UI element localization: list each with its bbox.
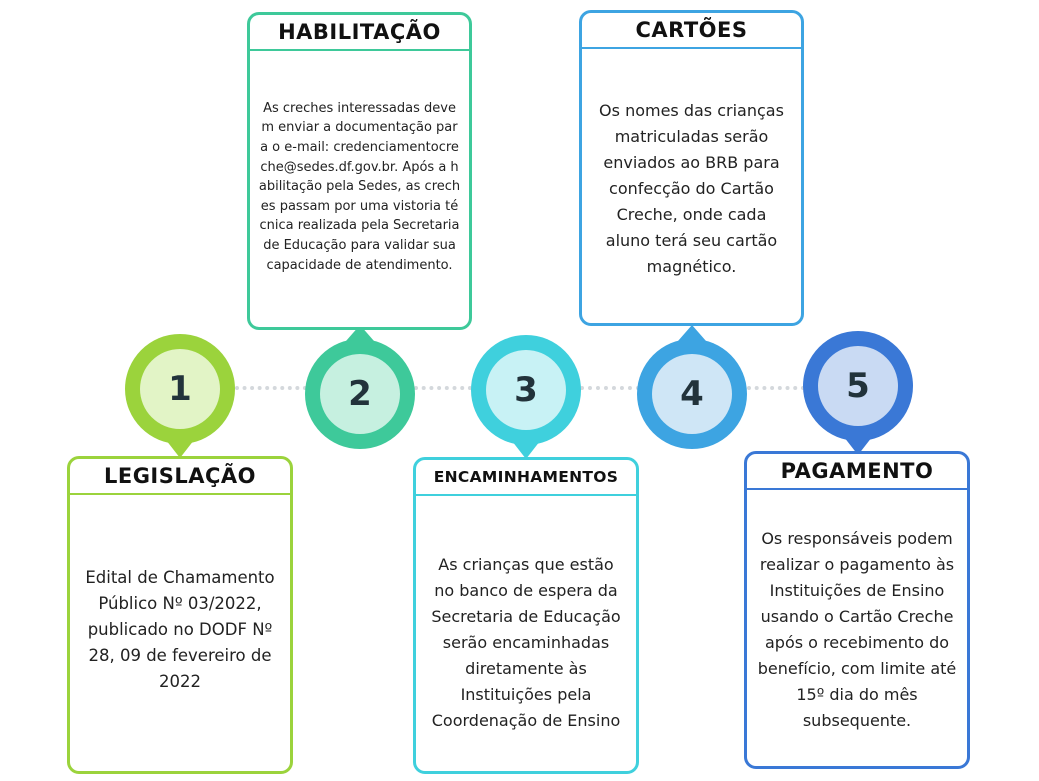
- step-1-number: 1: [140, 349, 220, 429]
- connector-line-2-3: [414, 386, 472, 390]
- step-4-pointer: [678, 325, 706, 341]
- step-5-text: Os responsáveis podem realizar o pagamen…: [757, 529, 957, 730]
- step-3-title: ENCAMINHAMENTOS: [416, 460, 636, 496]
- step-5-number: 5: [818, 346, 898, 426]
- connector-line-1-2: [235, 386, 307, 390]
- step-5-title: PAGAMENTO: [747, 454, 967, 490]
- step-2-card: HABILITAÇÃO As creches interessadas deve…: [247, 12, 472, 330]
- step-1-title: LEGISLAÇÃO: [70, 459, 290, 495]
- step-1-circle: 1: [125, 334, 235, 444]
- step-4-text: Os nomes das crianças matriculadas serão…: [599, 101, 784, 276]
- step-2-title: HABILITAÇÃO: [250, 15, 469, 51]
- step-2-circle: 2: [305, 339, 415, 449]
- step-3-number: 3: [486, 350, 566, 430]
- step-4-title: CARTÕES: [582, 13, 801, 49]
- connector-line-3-4: [580, 386, 640, 390]
- step-2-number: 2: [320, 354, 400, 434]
- step-1-pointer: [166, 440, 194, 458]
- step-5-pointer: [844, 437, 872, 455]
- step-4-circle: 4: [637, 339, 747, 449]
- step-3-pointer: [512, 441, 540, 459]
- connector-line-4-5: [747, 386, 805, 390]
- step-1-text: Edital de Chamamento Público Nº 03/2022,…: [85, 568, 275, 691]
- step-3-card: ENCAMINHAMENTOS As crianças que estão no…: [413, 457, 639, 774]
- step-4-number: 4: [652, 354, 732, 434]
- step-1-card: LEGISLAÇÃO Edital de Chamamento Público …: [67, 456, 293, 774]
- step-3-circle: 3: [471, 335, 581, 445]
- step-3-text: As crianças que estão no banco de espera…: [431, 554, 621, 730]
- step-4-card: CARTÕES Os nomes das crianças matriculad…: [579, 10, 804, 326]
- step-5-circle: 5: [803, 331, 913, 441]
- step-2-text: As creches interessadas devem enviar a d…: [258, 100, 461, 273]
- step-5-card: PAGAMENTO Os responsáveis podem realizar…: [744, 451, 970, 769]
